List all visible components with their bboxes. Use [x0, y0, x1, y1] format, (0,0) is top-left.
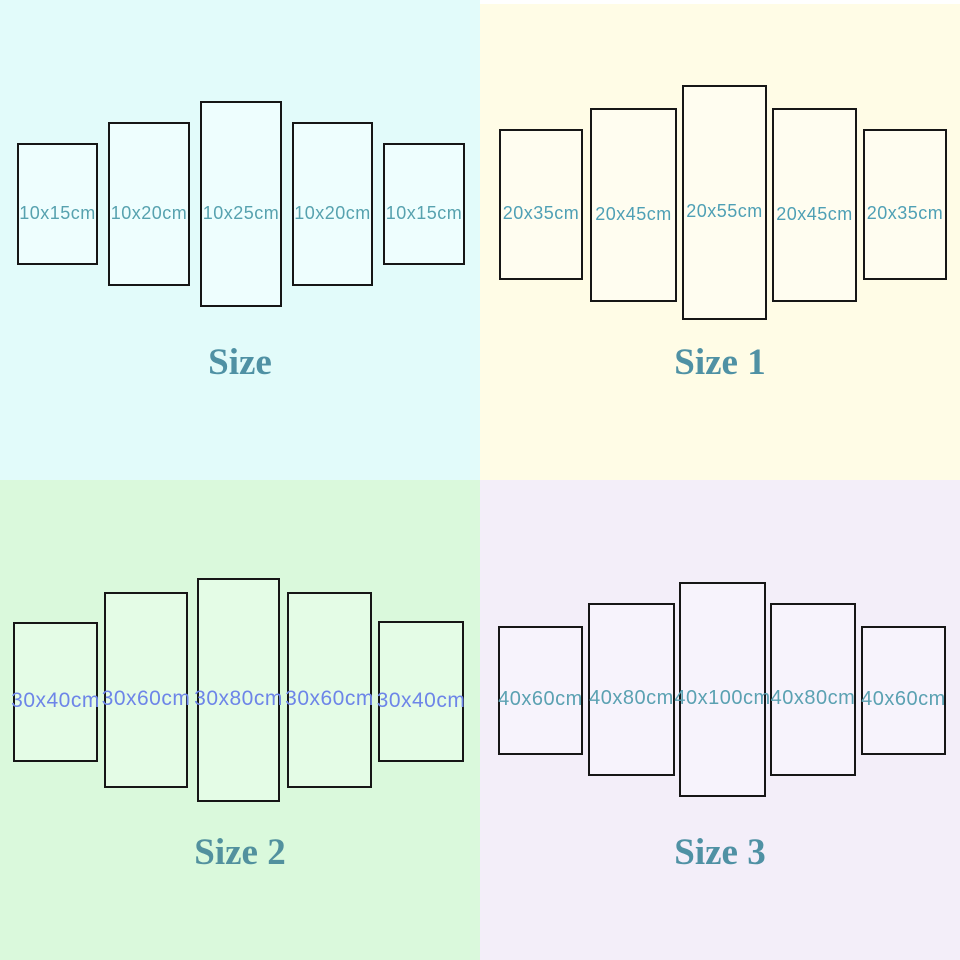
canvas-panel: 40x60cm — [498, 626, 583, 755]
canvas-panel: 20x35cm — [499, 129, 583, 280]
canvas-panel: 10x15cm — [383, 143, 465, 265]
quadrant-title: Size 1 — [674, 342, 766, 383]
quadrant-title: Size 3 — [674, 832, 766, 873]
panel-size-label: 40x60cm — [498, 688, 583, 710]
panel-size-label: 10x20cm — [294, 202, 371, 223]
canvas-panel: 30x40cm — [11, 622, 100, 762]
panel-size-label: 30x40cm — [376, 688, 466, 712]
panel-size-label: 10x15cm — [385, 202, 463, 223]
canvas-panel: 10x20cm — [292, 122, 373, 286]
canvas-panel: 40x100cm — [674, 582, 770, 797]
quadrant-size-1: 20x35cm 20x45cm 20x55cm 20x45cm 20x35cm Size… — [480, 0, 960, 480]
canvas-panel: 20x45cm — [772, 108, 857, 302]
panel-size-label: 10x25cm — [202, 202, 280, 223]
panel-size-label: 40x100cm — [674, 687, 771, 709]
canvas-panel: 40x80cm — [588, 603, 675, 776]
canvas-panel: 10x15cm — [17, 143, 98, 265]
quadrant-title: Size 2 — [194, 832, 286, 873]
panel-size-label: 20x55cm — [686, 201, 763, 221]
canvas-panel: 10x20cm — [108, 122, 190, 286]
quadrant-title: Size — [208, 342, 272, 383]
canvas-panel: 30x60cm — [285, 592, 374, 788]
quadrant-size: 10x15cm 10x20cm 10x25cm 10x20cm 10x15cm Size — [0, 0, 480, 480]
canvas-panel: 40x80cm — [770, 603, 856, 776]
panel-size-label: 20x35cm — [866, 203, 944, 223]
canvas-panel: 20x35cm — [863, 129, 947, 280]
canvas-panel: 20x55cm — [682, 85, 767, 320]
panel-size-label: 40x60cm — [861, 688, 946, 710]
panel-size-label: 30x60cm — [101, 687, 191, 710]
panel-size-label: 40x80cm — [770, 687, 856, 709]
panel-size-label: 30x40cm — [11, 689, 100, 712]
canvas-panel: 40x60cm — [861, 626, 946, 755]
panel-size-label: 20x45cm — [595, 203, 672, 224]
panel-size-label: 10x15cm — [19, 202, 96, 223]
panel-size-label: 10x20cm — [110, 202, 188, 223]
canvas-panel: 30x60cm — [101, 592, 191, 788]
panel-size-label: 20x35cm — [502, 203, 580, 223]
panel-size-label: 20x45cm — [776, 203, 853, 224]
canvas-panel: 10x25cm — [200, 101, 282, 307]
canvas-panel: 30x40cm — [376, 621, 466, 762]
canvas-panel: 20x45cm — [590, 108, 677, 302]
panel-size-label: 40x80cm — [589, 687, 674, 709]
panel-size-label: 30x80cm — [194, 687, 283, 710]
panel-size-label: 30x60cm — [285, 687, 374, 710]
canvas-panel: 30x80cm — [194, 578, 283, 802]
